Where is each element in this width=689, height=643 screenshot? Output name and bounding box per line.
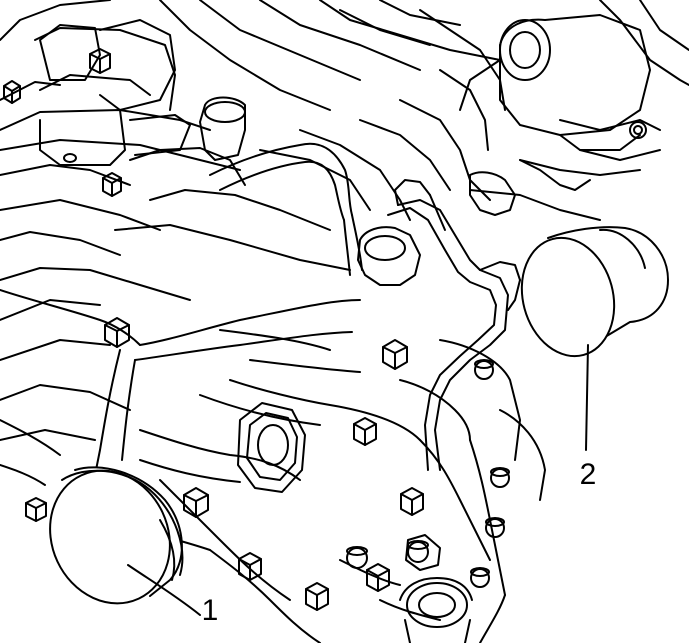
bolt-head (238, 552, 262, 581)
bolt-head (102, 172, 122, 197)
stud-head (490, 467, 510, 488)
bolt-head (183, 487, 209, 518)
stud-head (474, 359, 494, 380)
callout-leader-2 (585, 344, 589, 451)
bolt-head (25, 497, 47, 522)
bolt-head (3, 80, 21, 104)
bolt-head (89, 48, 111, 74)
bolt-head (400, 487, 424, 516)
stud-head (485, 517, 505, 538)
bolt-head (305, 582, 329, 611)
callout-label-1: 1 (202, 594, 219, 627)
bolt-head (104, 317, 130, 348)
plug-1 (49, 466, 184, 605)
callout-label-2: 2 (580, 458, 597, 491)
stud-head (470, 567, 490, 588)
bolt-head (382, 339, 408, 370)
bolt-head (353, 417, 377, 446)
stud-head (407, 540, 429, 563)
stud-head (346, 546, 368, 569)
bolt-head (366, 563, 390, 592)
bolt-heads (3, 48, 510, 611)
plug-2 (520, 226, 669, 358)
callout-leader-1 (127, 564, 201, 616)
